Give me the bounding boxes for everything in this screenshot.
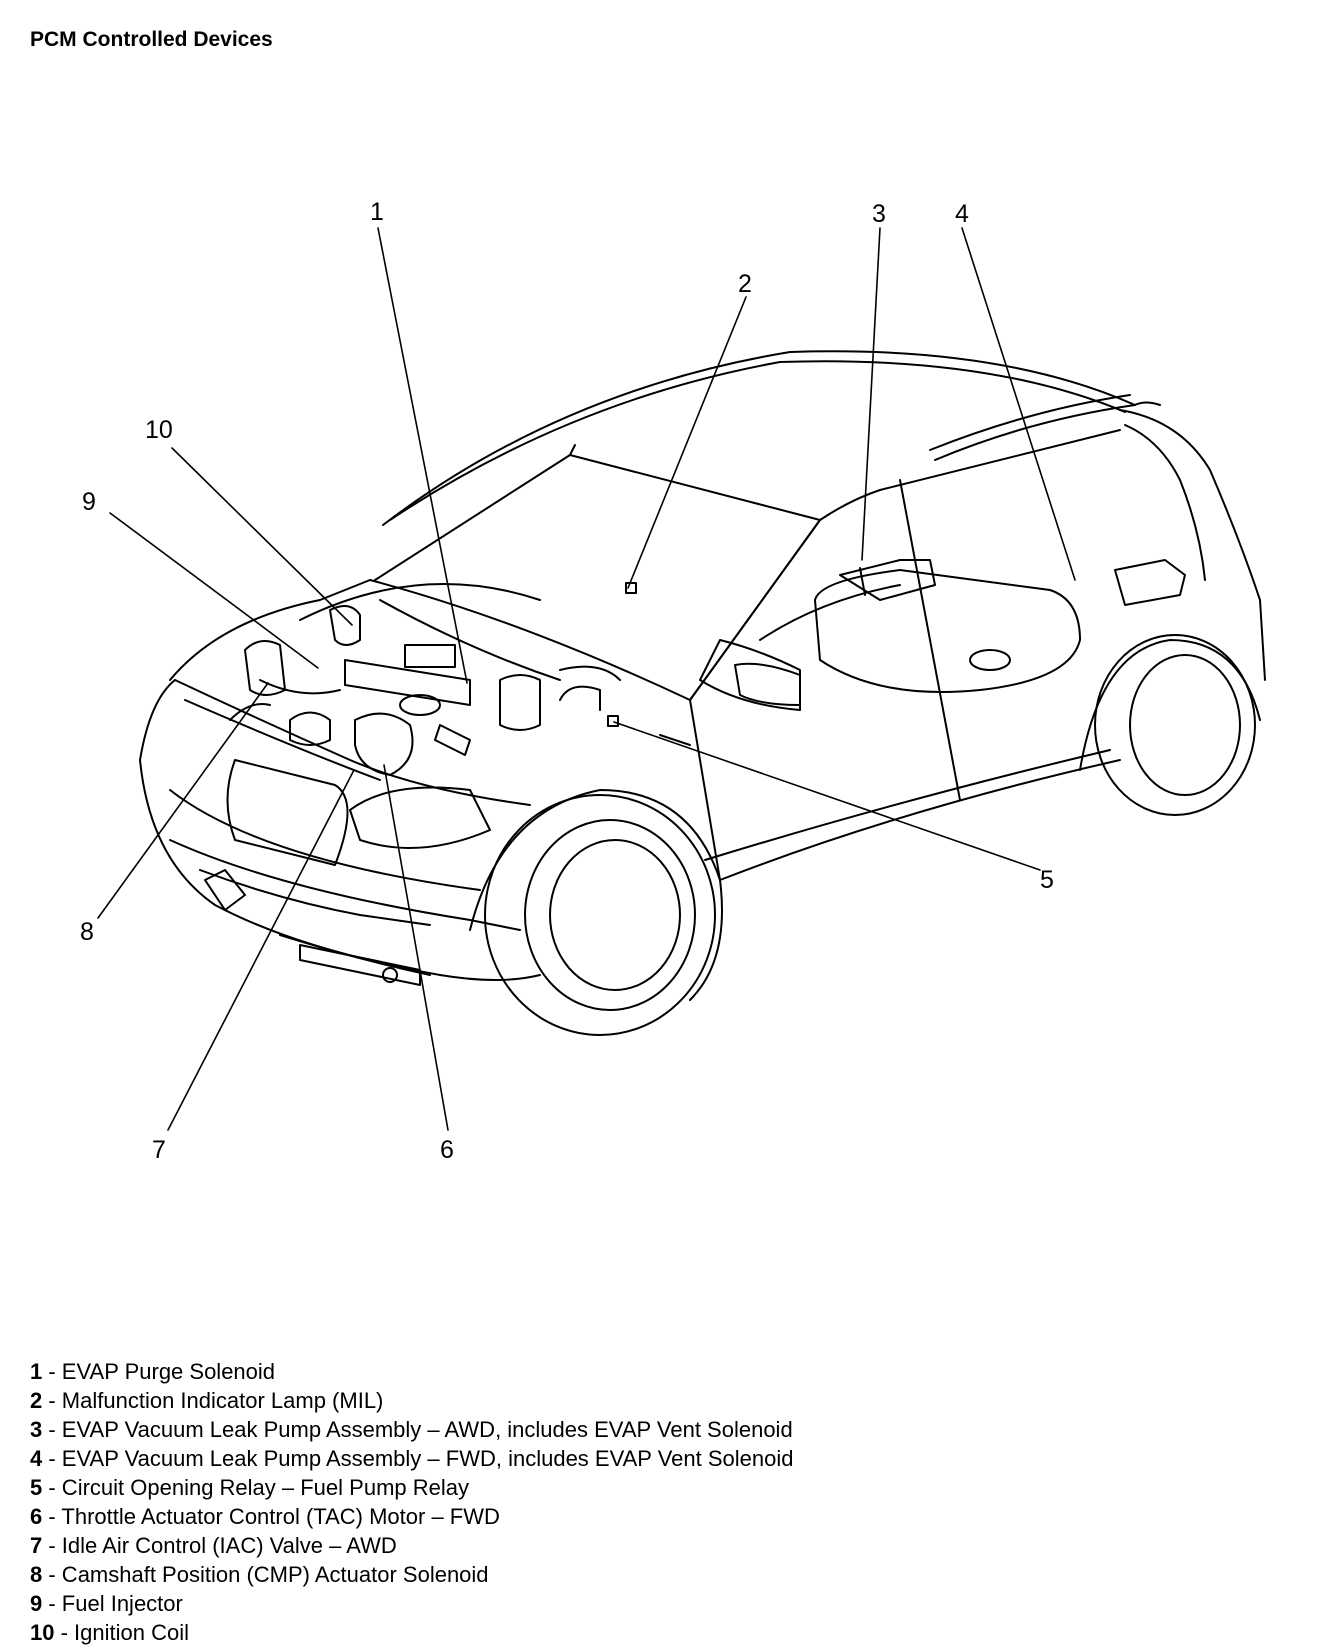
vehicle-diagram: 1 2 3 4 5 6 7 8 9 10 [80, 198, 1266, 1164]
legend-item: 5 - Circuit Opening Relay – Fuel Pump Re… [30, 1473, 793, 1502]
legend-text: - Idle Air Control (IAC) Valve – AWD [42, 1533, 397, 1558]
legend-number: 1 [30, 1359, 43, 1384]
callout-6: 6 [440, 1136, 454, 1164]
callout-2: 2 [738, 270, 752, 298]
legend-number: 3 [30, 1417, 43, 1442]
legend-number: 4 [30, 1446, 43, 1471]
leader-line-2 [627, 296, 747, 589]
legend-item: 4 - EVAP Vacuum Leak Pump Assembly – FWD… [30, 1444, 793, 1473]
callout-9: 9 [82, 488, 96, 516]
leader-line-7 [167, 769, 355, 1131]
callout-5: 5 [1040, 866, 1054, 894]
leader-line-10 [171, 447, 353, 626]
leader-line-1 [377, 227, 468, 684]
legend-text: - Camshaft Position (CMP) Actuator Solen… [42, 1562, 489, 1587]
callout-3: 3 [872, 200, 886, 228]
legend-number: 2 [30, 1388, 43, 1413]
legend-text: - Ignition Coil [54, 1620, 189, 1645]
legend-item: 9 - Fuel Injector [30, 1589, 793, 1618]
callout-1: 1 [370, 198, 384, 226]
legend-text: - EVAP Purge Solenoid [42, 1359, 276, 1384]
legend-number: 9 [30, 1591, 43, 1616]
legend-item: 2 - Malfunction Indicator Lamp (MIL) [30, 1386, 793, 1415]
legend-text: - EVAP Vacuum Leak Pump Assembly – AWD, … [42, 1417, 793, 1442]
leader-line-9 [109, 512, 319, 669]
legend-number: 6 [30, 1504, 43, 1529]
leader-line-8 [97, 682, 269, 919]
vehicle-body [139, 350, 1266, 1036]
legend-item: 1 - EVAP Purge Solenoid [30, 1357, 793, 1386]
legend-item: 10 - Ignition Coil [30, 1618, 793, 1647]
leader-line-3 [861, 227, 881, 561]
legend-item: 8 - Camshaft Position (CMP) Actuator Sol… [30, 1560, 793, 1589]
legend-number: 7 [30, 1533, 43, 1558]
legend-number: 8 [30, 1562, 43, 1587]
leader-line-6 [383, 764, 449, 1131]
legend-item: 7 - Idle Air Control (IAC) Valve – AWD [30, 1531, 793, 1560]
page-title: PCM Controlled Devices [30, 28, 273, 51]
legend-text: - Throttle Actuator Control (TAC) Motor … [42, 1504, 500, 1529]
legend-text: - Malfunction Indicator Lamp (MIL) [42, 1388, 384, 1413]
callout-7: 7 [152, 1136, 166, 1164]
callout-10: 10 [145, 416, 173, 444]
leader-line-4 [961, 227, 1076, 581]
legend-item: 6 - Throttle Actuator Control (TAC) Moto… [30, 1502, 793, 1531]
legend-text: - Fuel Injector [42, 1591, 183, 1616]
leader-line-5 [613, 721, 1041, 871]
legend-item: 3 - EVAP Vacuum Leak Pump Assembly – AWD… [30, 1415, 793, 1444]
callout-8: 8 [80, 918, 94, 946]
leader-lines [97, 227, 1076, 1131]
callout-4: 4 [955, 200, 969, 228]
legend-number: 10 [30, 1620, 55, 1645]
legend: 1 - EVAP Purge Solenoid 2 - Malfunction … [30, 1357, 793, 1647]
legend-text: - EVAP Vacuum Leak Pump Assembly – FWD, … [42, 1446, 794, 1471]
legend-number: 5 [30, 1475, 43, 1500]
legend-text: - Circuit Opening Relay – Fuel Pump Rela… [42, 1475, 469, 1500]
